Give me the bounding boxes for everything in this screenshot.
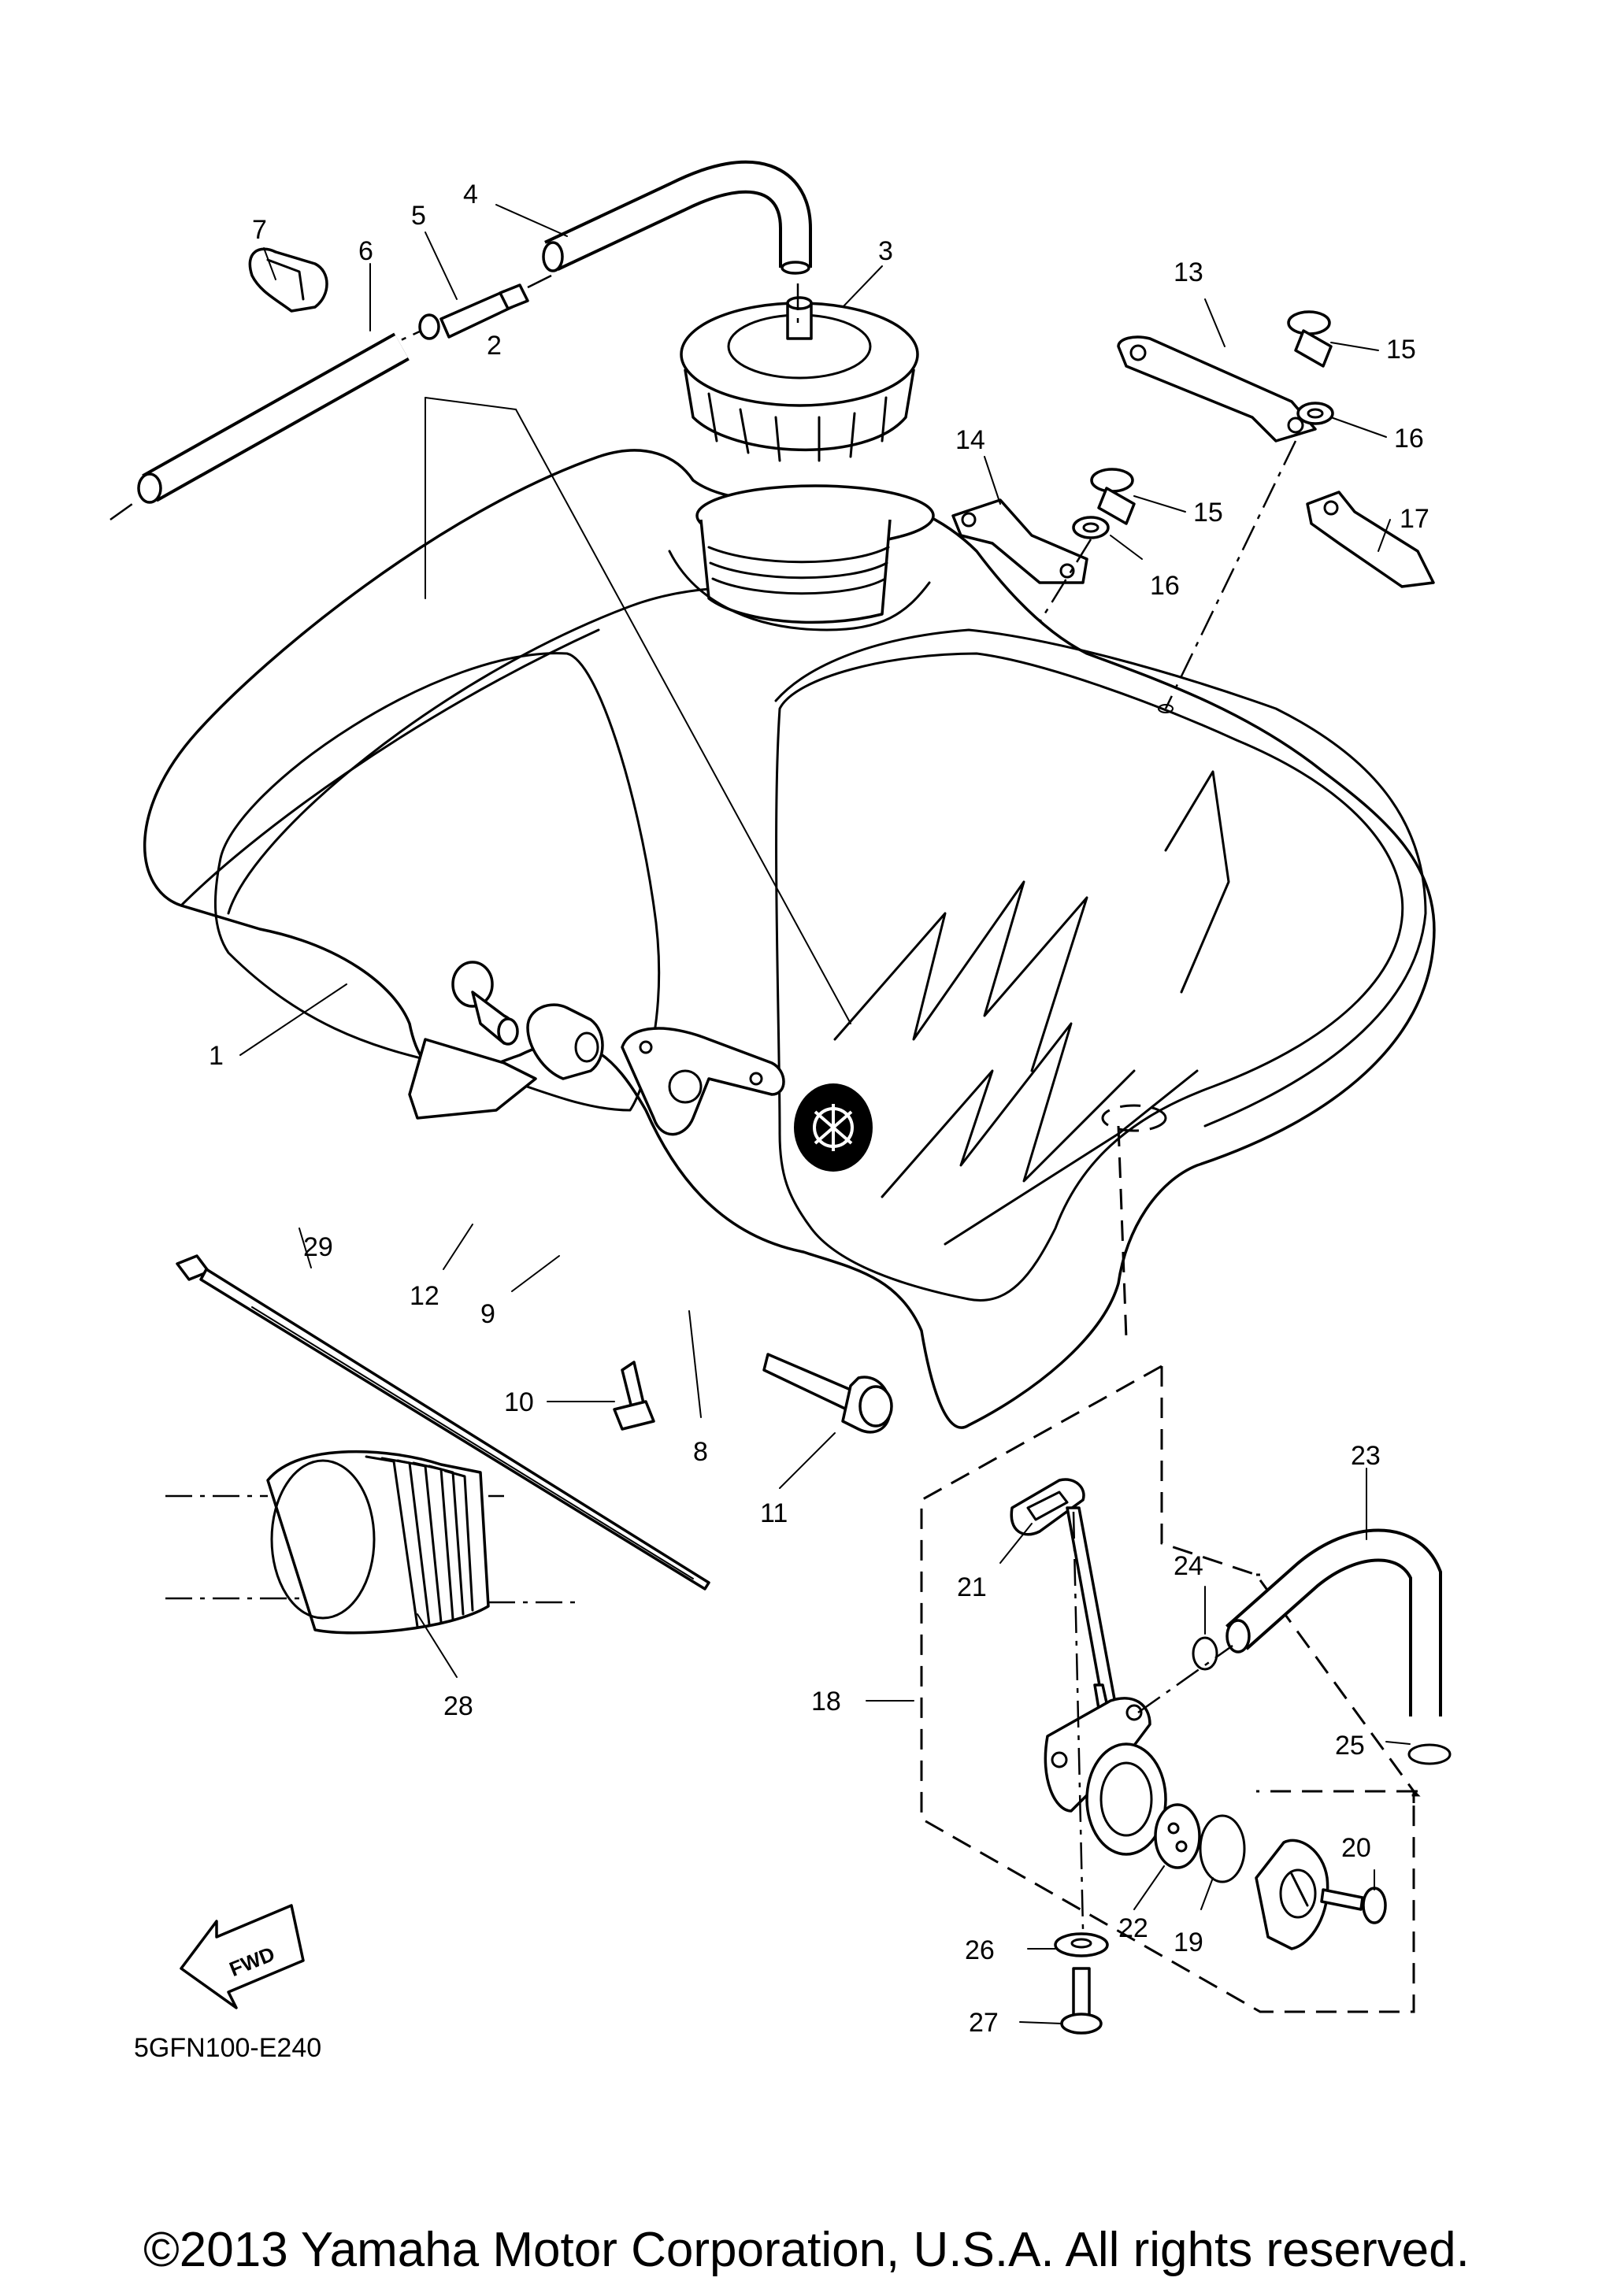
label-part-5: 5 [411,201,426,231]
fuel-cock-18 [1044,1506,1167,1856]
label-part-28: 28 [443,1691,473,1721]
bracket-17 [1306,491,1435,588]
bolt-15a [1090,468,1136,525]
label-part-20: 20 [1341,1833,1371,1863]
label-part-8: 8 [693,1437,708,1467]
label-part-4: 4 [463,180,478,209]
lever-cover [1255,1839,1329,1950]
damper-9 [526,1003,604,1080]
fwd-arrow-icon: FWD [180,1904,305,2009]
washer-16b [1296,402,1334,425]
bracket-13 [1117,335,1317,443]
label-part-26: 26 [965,1935,995,1965]
label-part-10: 10 [504,1387,534,1417]
washer-26 [1054,1932,1109,1957]
label-part-16b: 16 [1394,424,1424,454]
label-part-2: 2 [487,331,502,361]
washer-16a [1072,516,1110,539]
label-part-21: 21 [957,1572,987,1602]
label-part-23: 23 [1351,1441,1381,1471]
copyright-notice: ©2013 Yamaha Motor Corporation, U.S.A. A… [143,2223,1470,2277]
label-part-24: 24 [1174,1551,1203,1581]
bolt-11 [762,1353,893,1434]
label-part-11: 11 [760,1498,788,1528]
o-ring-19 [1199,1814,1246,1883]
label-part-12: 12 [410,1281,439,1311]
collar-12 [451,961,519,1046]
label-part-15a: 15 [1193,498,1223,528]
cable-tie-29 [176,1254,710,1591]
fuel-cap [680,296,919,462]
clip-25 [1407,1743,1452,1765]
label-part-7: 7 [252,215,267,245]
label-part-1: 1 [209,1041,224,1071]
label-part-25: 25 [1335,1731,1365,1761]
screw-20 [1320,1887,1387,1924]
bolt-15b [1287,310,1333,368]
label-part-22: 22 [1118,1913,1148,1943]
label-part-17: 17 [1400,504,1429,534]
air-duct-28 [165,1450,575,1635]
diagram-reference-code: 5GFN100-E240 [134,2033,321,2063]
label-part-6: 6 [358,236,373,266]
label-part-3: 3 [878,236,893,266]
bracket-8 [621,1027,785,1136]
label-part-27: 27 [969,2008,999,2038]
check-valve [369,274,552,356]
clip-24 [1192,1636,1218,1671]
label-part-29: 29 [303,1232,333,1262]
label-part-16a: 16 [1150,571,1180,601]
bolt-27 [1060,1967,1103,2035]
filter-22 [1154,1803,1201,1869]
fuel-hose-23 [1226,1528,1442,1716]
leader-lines [239,204,1411,2024]
label-part-19: 19 [1174,1928,1203,1957]
clamp-7 [248,247,328,313]
yamaha-emblem [794,1083,873,1172]
hose-6 [109,332,410,521]
label-part-9: 9 [480,1299,495,1329]
label-part-13: 13 [1174,257,1203,287]
label-part-14: 14 [955,425,985,455]
label-part-18: 18 [811,1687,841,1716]
fuel-cock-gasket-21 [1010,1478,1085,1536]
breather-hose [542,160,812,331]
fuel-tank [143,449,1436,1429]
fuel-cock-boundary [920,1365,1421,2013]
bolt-10 [613,1361,655,1431]
label-part-15b: 15 [1386,335,1416,365]
bracket-14 [951,498,1088,584]
